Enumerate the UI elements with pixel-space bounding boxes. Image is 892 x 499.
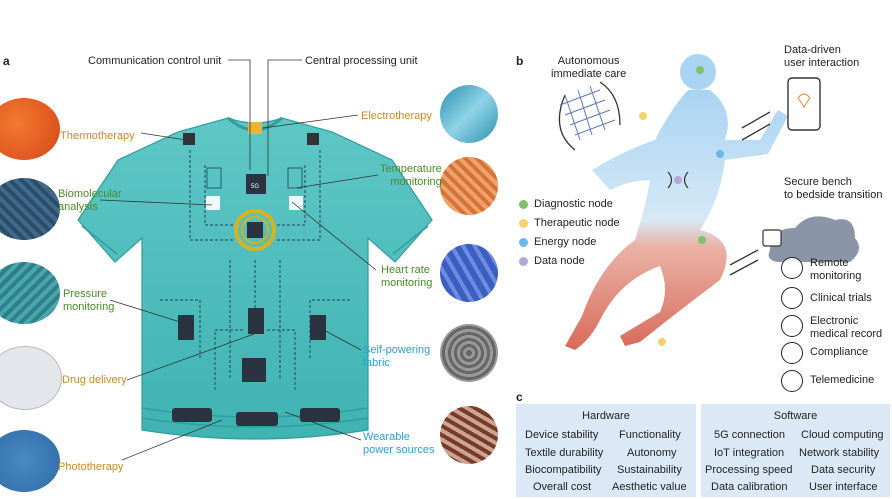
right-label-3: Heart rate monitoring — [381, 264, 433, 289]
software-item: Network stability — [799, 447, 880, 459]
phototherapy-patch-image — [0, 430, 60, 492]
secure-transition-label: Secure bench to bedside transition — [784, 176, 883, 201]
list-item-clinical-trials: Clinical trials — [810, 292, 872, 304]
software-item: User interface — [809, 481, 878, 493]
autonomous-care-label: Autonomous immediate care — [551, 55, 627, 80]
thermotherapy-fabric-image — [0, 98, 60, 160]
hardware-item: Autonomy — [627, 447, 677, 459]
software-box: Software 5G connection IoT integration P… — [701, 404, 890, 497]
hardware-item: Overall cost — [533, 481, 592, 493]
legend-label: Therapeutic node — [534, 217, 620, 229]
drug-delivery-patch-image — [0, 346, 62, 410]
therapeutic-node-dot — [519, 218, 528, 228]
right-label-5: Wearable power sources — [363, 431, 435, 456]
left-label-3: Pressure monitoring — [63, 288, 115, 313]
central-processing-unit-label: Central processing unit — [305, 55, 418, 67]
smart-shirt-illustration: 5G — [77, 59, 433, 461]
list-item-telemedicine: Telemedicine — [810, 374, 875, 386]
right-label-4: Self-powering fabric — [363, 344, 431, 369]
legend-label: Data node — [534, 255, 585, 267]
hardware-item: Device stability — [525, 429, 599, 441]
hardware-item: Biocompatibility — [525, 464, 602, 476]
panel-b-letter: b — [516, 54, 524, 68]
right-label-1: Electrotherapy — [361, 110, 432, 122]
left-label-4: Drug delivery — [62, 374, 127, 386]
right-label-2: Temperature monitoring — [380, 163, 442, 188]
software-title: Software — [773, 410, 818, 422]
microscope-icon — [781, 287, 803, 309]
legend-energy: Energy node — [519, 236, 596, 248]
diagnostic-node-dot — [519, 199, 528, 209]
hardware-item: Textile durability — [525, 447, 604, 459]
pressure-fabric-image — [0, 262, 60, 324]
biomolecular-fabric-image — [0, 178, 60, 240]
left-label-5: Phototherapy — [58, 461, 124, 473]
legend-label: Diagnostic node — [534, 198, 613, 210]
panel-a-letter: a — [3, 54, 10, 68]
hardware-title: Hardware — [582, 410, 630, 422]
list-item-emr: Electronic medical record — [810, 315, 883, 340]
document-icon — [781, 315, 803, 337]
electrotherapy-fabric-image — [440, 85, 498, 143]
runner-figure — [558, 54, 859, 350]
software-item: Processing speed — [705, 464, 793, 476]
people-icon — [781, 370, 803, 392]
software-item: Data calibration — [711, 481, 788, 493]
software-item: 5G connection — [714, 429, 785, 441]
power-sources-fabric-image — [440, 406, 498, 464]
panel-c-letter: c — [516, 390, 523, 404]
handshake-icon — [781, 342, 803, 364]
self-powering-fabric-image — [440, 324, 498, 382]
software-item: Cloud computing — [801, 429, 884, 441]
left-label-1: Thermotherapy — [60, 130, 135, 142]
hardware-item: Sustainability — [617, 464, 682, 476]
heart-rate-fabric-image — [440, 244, 498, 302]
5g-chip-label: 5G — [251, 184, 259, 190]
software-item: Data security — [811, 464, 876, 476]
legend-therapeutic: Therapeutic node — [519, 217, 620, 229]
legend-data: Data node — [519, 255, 585, 267]
stethoscope-icon — [781, 257, 803, 279]
left-label-2: Biomolecular analysis — [58, 188, 122, 213]
hardware-item: Aesthetic value — [612, 481, 687, 493]
list-item-remote-monitoring: Remote monitoring — [810, 257, 862, 282]
communication-control-unit-label: Communication control unit — [88, 55, 222, 67]
energy-node-dot — [519, 237, 528, 247]
hardware-item: Functionality — [619, 429, 681, 441]
data-driven-label: Data-driven user interaction — [784, 44, 860, 69]
software-item: IoT integration — [714, 447, 785, 459]
data-node-dot — [519, 256, 528, 266]
hardware-box: Hardware Device stability Textile durabi… — [516, 404, 696, 497]
legend-diagnostic: Diagnostic node — [519, 198, 613, 210]
legend-label: Energy node — [534, 236, 597, 248]
list-item-compliance: Compliance — [810, 346, 869, 358]
temperature-fabric-image — [440, 157, 498, 215]
